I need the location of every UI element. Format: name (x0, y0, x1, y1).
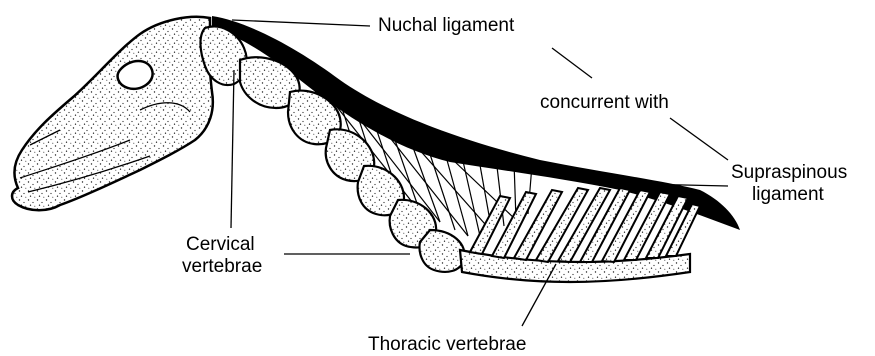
label-thoracic-vertebrae: Thoracic vertebrae (368, 334, 526, 355)
label-nuchal-ligament: Nuchal ligament (378, 15, 515, 36)
skull (12, 17, 213, 210)
label-concurrent-with: concurrent with (540, 92, 669, 113)
thoracic-vertebrae (460, 188, 700, 282)
label-cervical-line2: vertebrae (182, 256, 262, 277)
label-supraspinous-line1: Supraspinous (731, 162, 847, 183)
label-cervical-line1: Cervical (186, 234, 255, 255)
label-supraspinous-line2: ligament (752, 184, 825, 205)
